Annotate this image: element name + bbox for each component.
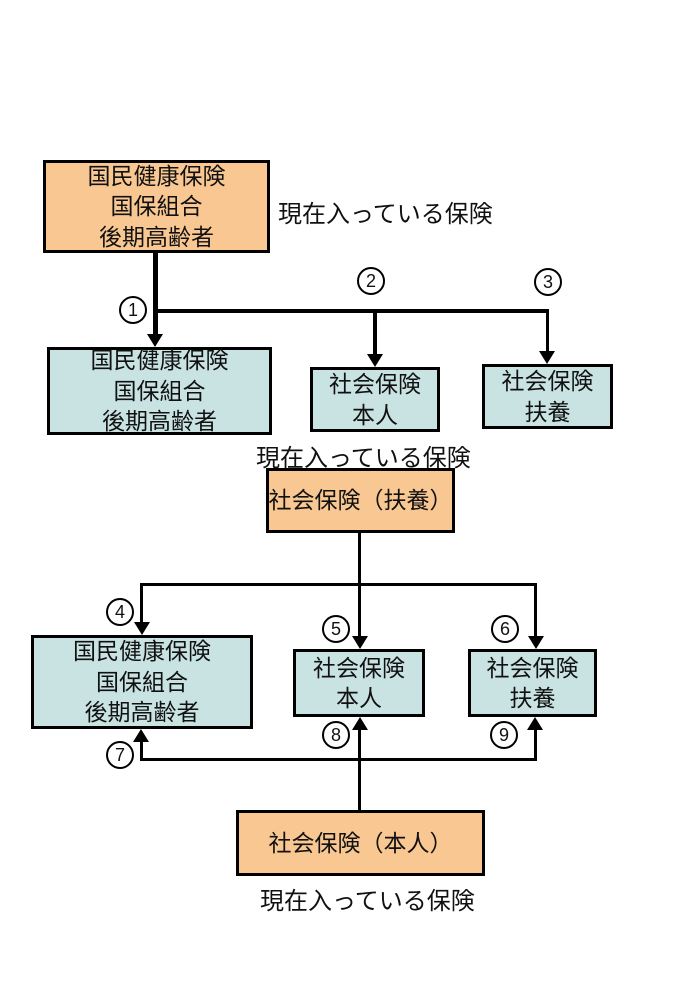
box-kokuho-row1: 国民健康保険 国保組合 後期高齢者 [47, 347, 272, 435]
arrow-down-icon [134, 622, 150, 635]
box-text-line: 社会保険（扶養） [268, 487, 453, 514]
connector-line [534, 583, 537, 637]
box-text-line: 社会保険 [486, 654, 579, 681]
box-current-shakai-honnin: 社会保険（本人） [236, 810, 485, 876]
connector-line [140, 741, 143, 761]
transition-7-label: 7 [106, 741, 134, 769]
transition-6-label: 6 [491, 615, 519, 643]
box-text-line: 国民健康保険 [73, 638, 211, 665]
box-shakai-honnin-row2: 社会保険 本人 [293, 649, 425, 717]
box-shakai-fuyo-row1: 社会保険 扶養 [482, 364, 613, 429]
arrow-down-icon [352, 636, 368, 649]
arrow-up-icon [133, 729, 149, 742]
connector-line [534, 729, 537, 760]
transition-5-label: 5 [322, 615, 350, 643]
connector-line [358, 729, 361, 811]
arrow-down-icon [528, 636, 544, 649]
transition-8-label: 8 [322, 721, 350, 749]
connector-line [373, 309, 377, 355]
box-text-line: 後期高齢者 [99, 223, 214, 250]
box-text-line: 国保組合 [110, 193, 203, 220]
box-text-line: 国保組合 [96, 668, 188, 695]
box-text-line: 扶養 [524, 398, 571, 425]
connector-line [140, 583, 143, 624]
box-shakai-fuyo-row2: 社会保険 扶養 [468, 649, 597, 717]
box-text-line: 後期高齢者 [102, 408, 217, 435]
box-text-line: 社会保険（本人） [268, 829, 453, 856]
arrow-up-icon [527, 717, 543, 730]
arrow-down-icon [539, 351, 555, 364]
label-current-insurance-bottom: 現在入っている保険 [260, 888, 475, 915]
box-text-line: 後期高齢者 [84, 699, 200, 726]
transition-1-label: 1 [119, 296, 147, 324]
arrow-down-icon [147, 334, 163, 347]
box-text-line: 国民健康保険 [87, 162, 226, 189]
box-current-kokuho: 国民健康保険 国保組合 後期高齢者 [43, 160, 270, 253]
box-text-line: 社会保険 [313, 654, 405, 681]
box-text-line: 本人 [352, 401, 398, 428]
label-current-insurance-top: 現在入っている保険 [278, 201, 493, 228]
connector-line [546, 309, 549, 352]
box-text-line: 社会保険 [329, 371, 421, 398]
transition-3-label: 3 [534, 268, 562, 296]
connector-line [140, 583, 536, 586]
transition-4-label: 4 [106, 598, 134, 626]
box-shakai-honnin-row1: 社会保険 本人 [310, 367, 440, 432]
connector-line [153, 309, 549, 313]
connector-line [153, 252, 158, 336]
box-text-line: 国民健康保険 [90, 347, 229, 374]
connector-line [140, 758, 537, 761]
box-text-line: 扶養 [509, 685, 556, 711]
box-current-shakai-fuyo: 社会保険（扶養） [266, 468, 455, 533]
box-text-line: 社会保険 [501, 368, 594, 395]
arrow-down-icon [367, 354, 383, 367]
box-kokuho-row2: 国民健康保険 国保組合 後期高齢者 [31, 635, 253, 729]
arrow-up-icon [352, 717, 368, 730]
box-text-line: 本人 [336, 685, 382, 711]
label-current-insurance-middle: 現在入っている保険 [256, 445, 471, 472]
box-text-line: 国保組合 [113, 377, 206, 404]
transition-9-label: 9 [490, 721, 518, 749]
transition-2-label: 2 [357, 267, 385, 295]
